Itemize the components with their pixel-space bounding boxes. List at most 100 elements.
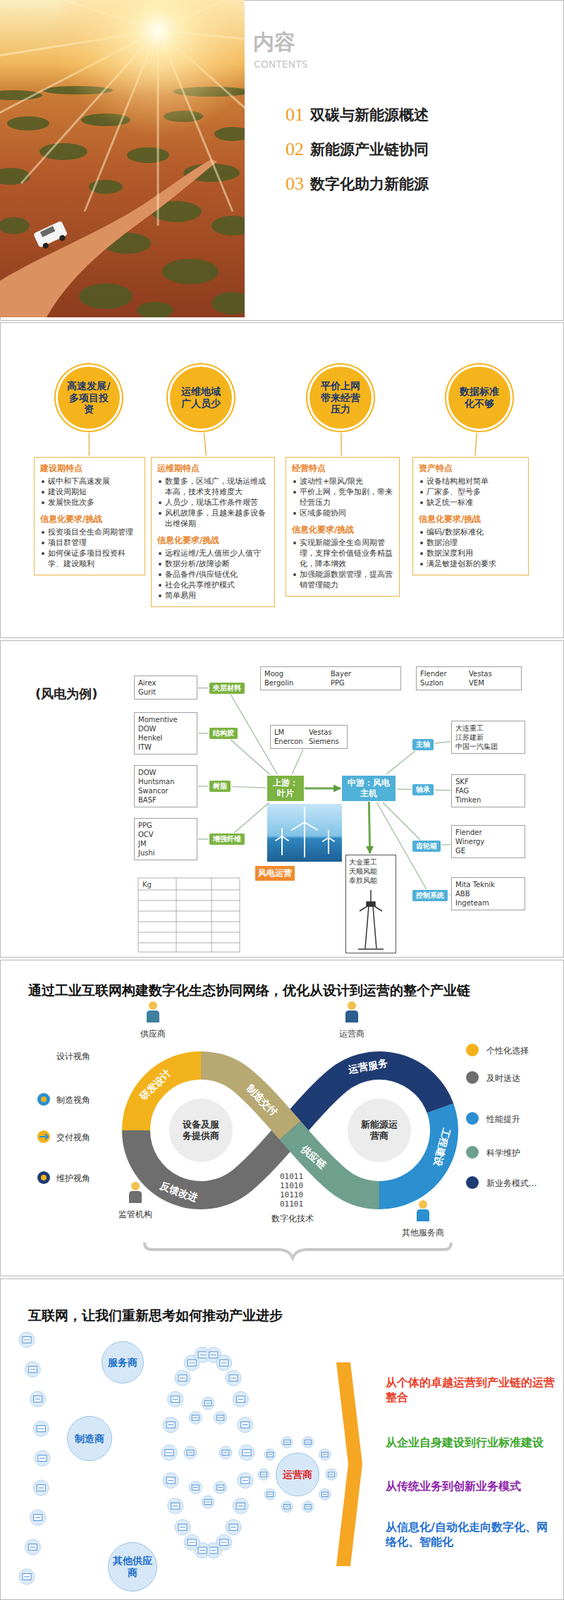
person-icon [345,1010,359,1023]
node-text: Suzlon [420,678,469,688]
loop-center: 新能源运营商 [347,1098,412,1162]
company-icon [325,1468,337,1480]
company-icon [218,1417,223,1418]
company-icon [281,1436,293,1448]
company-icon [267,1491,274,1497]
company-icon [267,1493,273,1495]
company-icon [230,1526,237,1528]
node-text: 风电运营 [258,867,292,879]
node-text: DOW [138,724,194,734]
supplier-table: FlenderVestasSuzlonVEM [415,666,522,691]
cluster-circle: 运营商 [275,1452,320,1497]
bullet-dot [158,552,162,555]
desert-bush [7,116,50,131]
company-icon [237,1417,254,1433]
company-icon [242,1479,249,1481]
company-icon [24,1361,41,1377]
company-icon [223,1452,228,1454]
company-icon [171,1395,180,1403]
person-icon [131,1181,140,1191]
company-icon [199,1549,206,1551]
binary-code: 01011 11010 10110 01101 [279,1171,311,1209]
company-icon [236,1502,245,1509]
turbine-photo [328,837,335,842]
company-icon [230,1377,237,1379]
person-icon [416,1209,430,1222]
company-icon [172,1505,179,1506]
view-icon [37,1092,51,1184]
node-text: Vestas [308,727,344,737]
desert-bush [0,217,30,235]
category-tag: 控制系统 [412,889,448,901]
company-icon [322,1493,328,1495]
node-text: 大金重工 [348,857,393,867]
loop-center: 设备及服务提供商 [169,1098,233,1162]
company-icon [219,1539,229,1546]
box-item: 缺乏统一标准 [426,497,474,508]
box-item: 数据分析/故障诊断 [164,558,230,569]
connector [234,802,270,833]
bullet-dot [41,480,45,483]
box-item: 投资项目全生命周期管理 [47,526,134,538]
company-icon [319,1448,331,1461]
company-icon [187,1359,196,1366]
connector [304,787,341,790]
company-icon [238,1444,255,1461]
box-item: 数量多，区域广，现场运维成本高，技术支持难度大 [164,475,269,498]
tower-icon [370,903,383,911]
bullet-dot [41,541,45,545]
node-text: Vestas [468,669,518,679]
company-icon [225,1369,242,1386]
node-text: Flender [420,669,469,679]
chain-stage: 中游：风电主机 [341,775,396,801]
company-icon [284,1505,290,1507]
box-item: 发展快批次多 [47,497,95,508]
box-item: 波动性+限风/限光 [299,475,364,487]
company-icon [284,1439,291,1444]
company-icon [217,1484,225,1490]
person-icon [129,1190,142,1203]
company-icon [319,1448,331,1461]
company-icon [281,1500,293,1513]
item-number: 03 [285,172,304,196]
slide-frame [0,1278,564,1600]
company-icon [229,1523,238,1530]
tower-icon [358,889,384,949]
bullet-dot [158,573,162,576]
desert-bush [0,167,31,185]
company-icon [232,1498,249,1514]
spec-table [138,932,240,933]
loop-segment: 研发设计 [137,1066,174,1103]
category-tag: 增强纤维 [209,833,245,845]
connector [231,786,266,789]
node-text: 新能源运营商 [358,1118,400,1141]
list-item: 设备结构相对简单 [418,475,523,487]
company-icon [321,1452,328,1457]
company-icon [30,1369,36,1370]
node-text: 树脂 [212,781,228,791]
node-text: 中游：风电主机 [344,777,393,799]
benefit-label: 及时送达 [486,1072,521,1084]
benefit-icon [466,1175,479,1189]
company-icon [33,1395,43,1403]
company-icon [232,1390,249,1407]
company-icon [225,1519,242,1535]
connector [198,687,208,689]
theme-circle: 平价上网带来经营压力 [309,366,372,429]
company-icon [28,1366,37,1373]
bullet-dot [41,490,45,494]
list-item: 满足敏捷创新的要求 [418,558,523,569]
spec-table [211,877,213,952]
box-item: 建设周期短 [47,486,87,498]
node-text: GE [455,846,521,856]
turbine-photo [275,807,335,857]
node-text: Enercon [274,736,309,746]
benefit-label: 个性化选择 [486,1044,529,1057]
turbine-photo [281,828,283,837]
company-icon [191,1484,199,1490]
category-tag: 主轴 [412,738,434,751]
tower-icon [359,903,371,911]
item-title: 新能源产业链协同 [310,140,429,160]
